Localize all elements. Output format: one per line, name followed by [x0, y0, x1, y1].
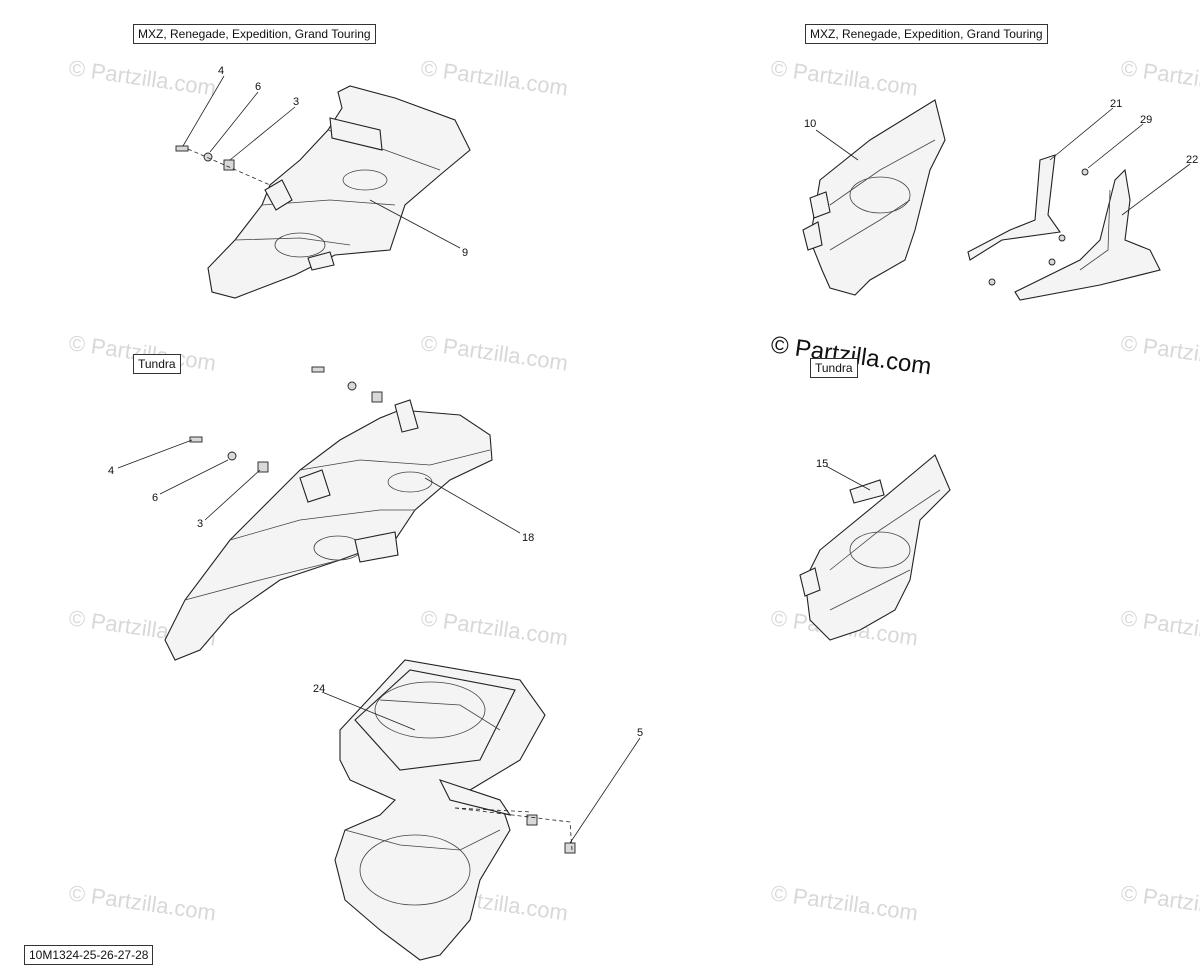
rivet-icon	[1058, 234, 1066, 242]
watermark: © Partzilla.com	[419, 330, 569, 375]
callout-numbers: 4 6 3 9 10 21 29 22 4 6 3 18 15 24 5	[108, 65, 1198, 739]
nut-icon	[564, 842, 576, 854]
callout-4: 4	[218, 65, 224, 77]
nut-icon	[526, 814, 538, 826]
screw-icon	[311, 366, 325, 373]
callout-9: 9	[462, 247, 468, 259]
watermark: © Partzilla.com	[419, 55, 569, 100]
washer-icon	[227, 451, 237, 461]
callout-6: 6	[152, 492, 158, 504]
watermark: © Partzilla.com	[1119, 605, 1200, 650]
model-label-top-left: MXZ, Renegade, Expedition, Grand Touring	[133, 24, 376, 44]
callout-4: 4	[108, 465, 114, 477]
callout-24: 24	[313, 683, 325, 695]
washer-icon	[203, 152, 213, 162]
fasteners-group-d	[988, 168, 1089, 286]
model-label-tundra-left: Tundra	[133, 354, 181, 374]
fasteners-group-a	[175, 145, 271, 186]
watermark: © Partzilla.com	[67, 55, 217, 100]
model-label-top-right: MXZ, Renegade, Expedition, Grand Touring	[805, 24, 1048, 44]
part-22-deflector	[1014, 168, 1161, 301]
callout-18: 18	[522, 532, 534, 544]
fasteners-group-b	[189, 366, 383, 473]
watermark: © Partzilla.com	[419, 605, 569, 650]
callout-21: 21	[1110, 98, 1122, 110]
watermark: © Partzilla.com	[769, 55, 919, 100]
screw-icon	[189, 436, 203, 443]
part-21-deflector	[967, 154, 1061, 261]
watermark: © Partzilla.com	[1119, 55, 1200, 100]
callout-3: 3	[293, 96, 299, 108]
rivet-icon	[988, 278, 996, 286]
watermark: © Partzilla.com	[1119, 330, 1200, 375]
rivet-icon	[1081, 168, 1089, 176]
watermark: © Partzilla.com	[67, 880, 217, 925]
callout-6: 6	[255, 81, 261, 93]
callout-10: 10	[804, 118, 816, 130]
callout-3: 3	[197, 518, 203, 530]
diagram-code: 10M1324-25-26-27-28	[24, 945, 154, 965]
callout-5: 5	[637, 727, 643, 739]
watermark: © Partzilla.com	[769, 880, 919, 925]
part-24-fan-housing	[334, 659, 546, 961]
clip-nut-icon	[371, 391, 383, 403]
callout-15: 15	[816, 458, 828, 470]
part-9-air-duct	[207, 85, 471, 299]
clip-nut-icon	[257, 461, 269, 473]
part-10-housing	[802, 99, 946, 296]
callout-29: 29	[1140, 114, 1152, 126]
clip-nut-icon	[223, 159, 235, 171]
rivet-icon	[1048, 258, 1056, 266]
part-15-housing	[799, 454, 951, 641]
part-18-air-duct	[164, 399, 493, 661]
leader-lines	[117, 75, 1191, 844]
watermark: © Partzilla.com	[1119, 880, 1200, 925]
callout-22: 22	[1186, 154, 1198, 166]
washer-icon	[347, 381, 357, 391]
screw-icon	[175, 145, 189, 152]
model-label-tundra-right: Tundra	[810, 358, 858, 378]
